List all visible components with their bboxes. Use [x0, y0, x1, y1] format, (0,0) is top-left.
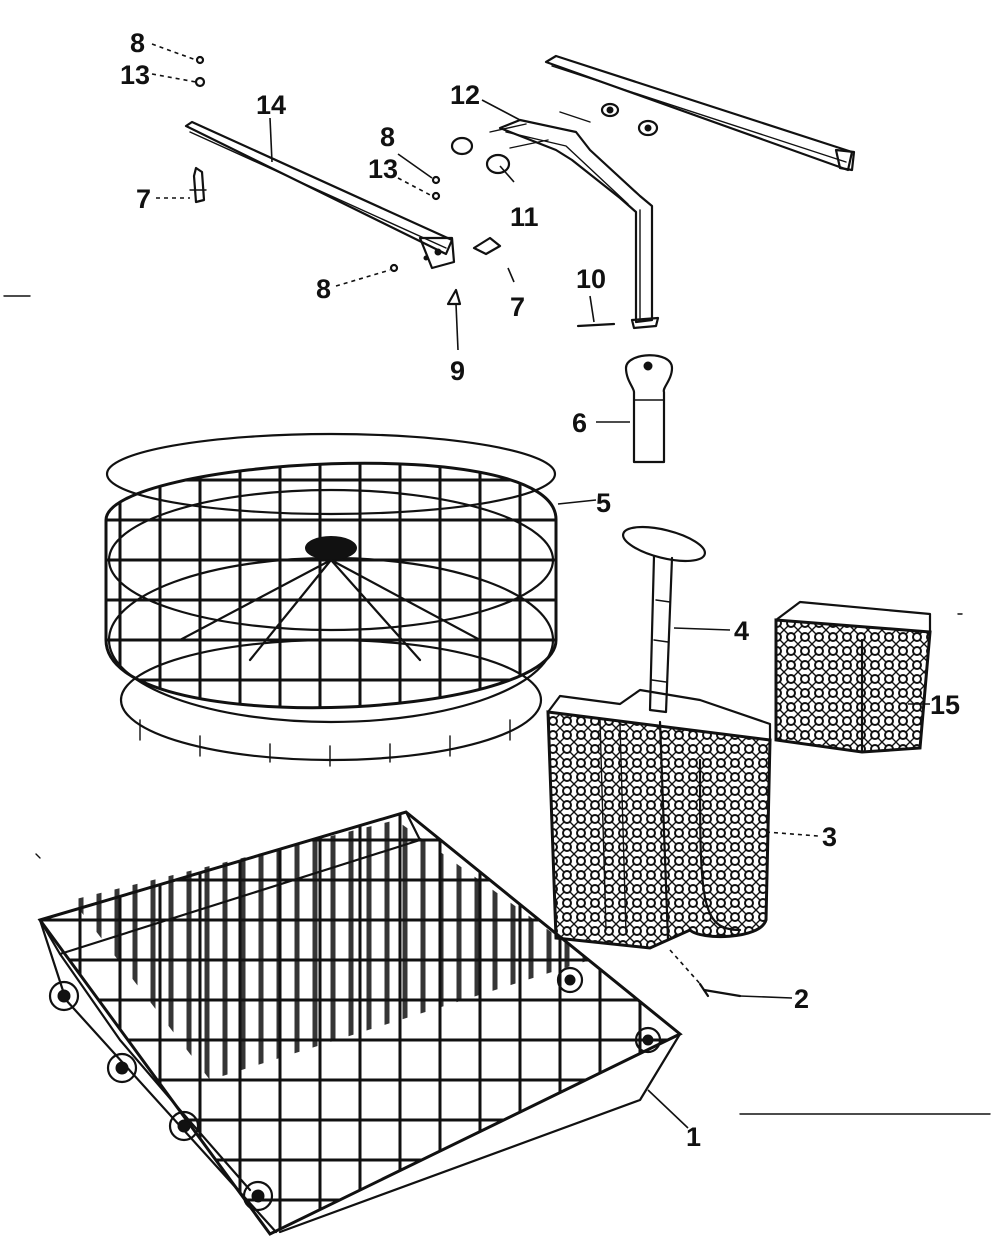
callout-2: 2	[794, 984, 809, 1014]
callout-8c: 8	[316, 274, 331, 304]
callout-6: 6	[572, 408, 587, 438]
part-15-small-basket	[774, 600, 932, 754]
callout-12: 12	[450, 80, 480, 110]
part-12-spray-arm	[489, 111, 660, 330]
callout-13a: 13	[120, 60, 150, 90]
part-6-tube-connector	[624, 354, 674, 464]
callout-3: 3	[822, 822, 837, 852]
callout-13b: 13	[368, 154, 398, 184]
part-11-nozzle-caps	[450, 102, 659, 175]
callout-8b: 8	[380, 122, 395, 152]
callout-1: 1	[686, 1122, 701, 1152]
part-14-spray-arm	[184, 120, 456, 270]
part-10-pin	[576, 322, 616, 328]
callout-labels: 1 2 3 4 5 6 7 7 8 8 8 9 10 11 12 13 13 1…	[120, 28, 960, 1152]
leader-lines	[151, 43, 930, 1129]
callout-14: 14	[256, 90, 286, 120]
callout-15: 15	[930, 690, 960, 720]
callout-10: 10	[576, 264, 606, 294]
small-hardware	[189, 55, 502, 306]
part-3-silverware-basket	[546, 688, 772, 950]
part-1-lower-rack	[37, 810, 683, 1236]
callout-4: 4	[734, 616, 749, 646]
callout-7b: 7	[510, 292, 525, 322]
callout-8a: 8	[130, 28, 145, 58]
part-5-round-rack	[104, 432, 558, 767]
callout-5: 5	[596, 488, 611, 518]
part-2-screw	[698, 982, 742, 998]
callout-7a: 7	[136, 184, 151, 214]
callout-11: 11	[510, 202, 539, 232]
scan-marks	[3, 295, 991, 1115]
callout-9: 9	[450, 356, 465, 386]
part-upper-spray-bar	[544, 54, 856, 172]
part-4-handle	[622, 525, 706, 714]
